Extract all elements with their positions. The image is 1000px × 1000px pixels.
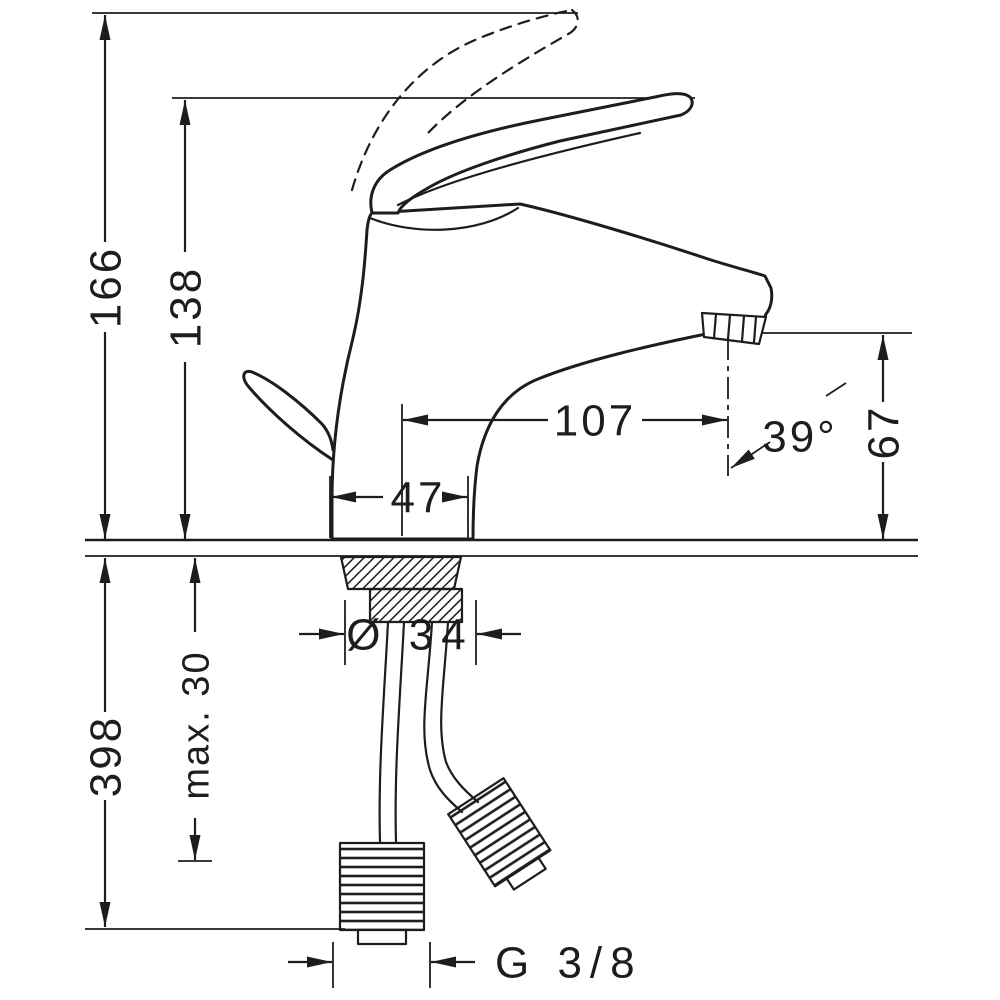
dim-body-depth-47: 47 — [331, 473, 467, 522]
dim-spout-reach-107: 107 — [403, 396, 727, 445]
dim-handle-height-138: 138 — [161, 100, 210, 539]
hose-right-edge2 — [440, 620, 480, 804]
extension-lines — [85, 12, 918, 988]
dim-label-spray-angle: 39° — [762, 412, 838, 461]
axis-lines — [329, 338, 729, 538]
dim-label-body-depth: 47 — [391, 473, 446, 522]
dim-label-supply-connection: G 3/8 — [495, 938, 643, 987]
pop-up-rod — [242, 369, 335, 462]
dim-label-shank-diameter: Ø 34 — [346, 610, 473, 659]
dim-supply-connection-g38: G 3/8 — [288, 938, 643, 987]
dim-spray-angle-39: 39° — [730, 382, 847, 469]
dim-label-under-counter: 398 — [81, 715, 130, 797]
dim-shank-diameter-34: Ø 34 — [299, 610, 521, 659]
under-counter-group — [338, 555, 552, 946]
dim-label-spout-reach: 107 — [554, 396, 636, 445]
hose-connector-left — [338, 841, 426, 946]
dim-label-outlet-height: 67 — [859, 405, 908, 460]
dim-outlet-height-67: 67 — [859, 335, 908, 539]
mounting-seal — [339, 555, 463, 591]
lever-handle-outline — [369, 92, 694, 215]
dim-label-max-mounting: max. 30 — [175, 650, 217, 799]
hose-left-edge1 — [378, 620, 390, 845]
threaded-shank — [368, 587, 464, 624]
handle-raised-dashed-outline — [350, 8, 574, 192]
handle-raised-dashed-return — [426, 8, 579, 135]
body-dome-line — [368, 206, 520, 231]
dim-label-overall-height: 166 — [81, 246, 130, 328]
dim-overall-height-166: 166 — [81, 15, 130, 539]
faucet-body-group — [242, 8, 774, 541]
hose-connector-right — [447, 777, 552, 891]
hose-left-edge2 — [394, 620, 406, 845]
hose-right-edge1 — [423, 620, 464, 814]
dim-max-mounting-30: max. 30 — [175, 558, 217, 862]
lever-handle-crease — [396, 131, 642, 207]
aerator — [700, 311, 768, 346]
dim-label-handle-height: 138 — [161, 266, 210, 348]
dim-under-counter-398: 398 — [81, 558, 130, 927]
faucet-body-outline — [330, 202, 774, 541]
